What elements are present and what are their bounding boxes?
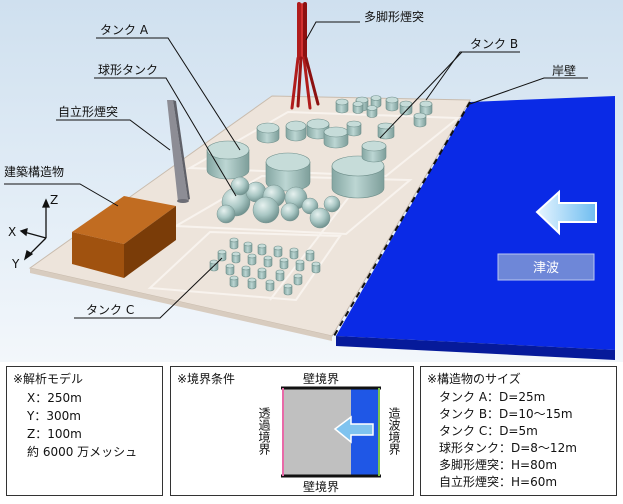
- model-line: 約 6000 万メッシュ: [27, 445, 138, 459]
- size-line: 多脚形煙突：H=80m: [439, 458, 558, 472]
- cylindrical-tank: [279, 257, 289, 270]
- cylindrical-tank: [306, 118, 330, 140]
- cylindrical-tank: [247, 277, 257, 290]
- cylindrical-tank: [352, 101, 364, 114]
- structure-size-box: ※構造物のサイズ タンク A：D=25m タンク B：D=10～15m タンク …: [420, 366, 617, 496]
- boundary-top-label: 壁境界: [303, 372, 340, 386]
- spherical-tank-group: [216, 176, 341, 229]
- cylindrical-tank: [346, 120, 362, 137]
- cylindrical-tank: [247, 253, 257, 266]
- size-line: タンク B：D=10～15m: [439, 407, 573, 421]
- tsunami-label-box: [497, 253, 595, 281]
- cylindrical-tank: [289, 247, 299, 260]
- boundary-condition-box: ※境界条件 壁境界 壁境界 透過境界 造波境界: [170, 366, 414, 496]
- cylindrical-tank: [265, 152, 311, 192]
- size-line: 自立形煙突：H=60m: [439, 475, 558, 489]
- tsunami-arrow-icon: [535, 189, 597, 236]
- cylindrical-tank: [243, 241, 253, 254]
- model-line: Y：300m: [27, 409, 81, 423]
- analysis-model-title: ※解析モデル: [13, 372, 84, 386]
- label-tank-a: タンク A: [100, 23, 149, 37]
- label-building: 建築構造物: [4, 164, 64, 179]
- cylindrical-tank: [385, 96, 399, 112]
- cylindrical-tank: [323, 126, 349, 149]
- axis-triad: [19, 198, 50, 261]
- spherical-tank: [309, 207, 331, 229]
- axis-x-label: X: [8, 225, 16, 239]
- label-spherical-tank: 球形タンク: [98, 63, 158, 77]
- ground-plate-edge: [30, 268, 332, 341]
- cylindrical-tank: [283, 283, 293, 296]
- cylindrical-tank: [275, 269, 285, 282]
- label-multi-leg-chimney: 多脚形煙突: [364, 9, 424, 24]
- boundary-bottom-label: 壁境界: [303, 480, 340, 494]
- model-line: X：250m: [27, 391, 82, 405]
- cylindrical-tank: [305, 249, 315, 262]
- wave-direction-arrow-icon: [333, 415, 374, 444]
- cylindrical-tank: [256, 122, 280, 144]
- cylindrical-tank: [273, 245, 283, 258]
- cylindrical-tank: [225, 263, 235, 276]
- building-structure: [72, 196, 176, 278]
- cylindrical-tank: [399, 100, 413, 116]
- cylindrical-tank: [217, 249, 227, 262]
- cylindrical-tank: [293, 273, 303, 286]
- cylindrical-tank: [361, 140, 387, 163]
- boundary-diagram: [281, 386, 381, 478]
- freestanding-chimney: [167, 100, 190, 203]
- cylindrical-tank: [257, 243, 267, 256]
- cylindrical-tank: [331, 155, 385, 199]
- tank-c-group: [209, 237, 321, 296]
- cylindrical-tank: [206, 140, 250, 180]
- label-freestanding-chimney: 自立形煙突: [58, 104, 118, 119]
- spherical-tank: [216, 204, 236, 224]
- spherical-tank: [230, 176, 250, 196]
- cylindrical-tank: [265, 279, 275, 292]
- spherical-tank: [280, 202, 300, 222]
- cylindrical-tank: [413, 112, 427, 128]
- structure-size-title: ※構造物のサイズ: [427, 372, 521, 386]
- cylindrical-tank: [257, 267, 267, 280]
- sea: [336, 96, 615, 350]
- tank-a-group: [206, 118, 387, 199]
- cylindrical-tank: [263, 255, 273, 268]
- label-tank-c: タンク C: [86, 303, 134, 317]
- label-seawall: 岸壁: [552, 63, 576, 78]
- cylindrical-tank: [295, 259, 305, 272]
- cylindrical-tank: [229, 237, 239, 250]
- multi-leg-chimney: [290, 2, 320, 110]
- seawall-line: [333, 101, 471, 337]
- cylindrical-tank: [419, 100, 433, 116]
- cylindrical-tank: [241, 265, 251, 278]
- cylindrical-tank: [231, 251, 241, 264]
- spherical-tank: [323, 195, 341, 213]
- axis-z-label: Z: [50, 193, 58, 207]
- size-line: タンク C：D=5m: [439, 424, 538, 438]
- boundary-condition-title: ※境界条件: [177, 372, 236, 386]
- spherical-tank: [252, 196, 280, 224]
- analysis-scene: 津波 タンク A 多脚形煙突 タンク B 球形タン: [0, 0, 623, 362]
- cylindrical-tank: [366, 105, 378, 118]
- label-tank-b: タンク B: [470, 37, 518, 51]
- cylindrical-tank: [285, 120, 307, 142]
- model-line: Z：100m: [27, 427, 82, 441]
- leader-lines: [4, 21, 588, 319]
- size-line: タンク A：D=25m: [439, 390, 546, 404]
- cylindrical-tank: [370, 95, 382, 108]
- sea-edge: [336, 336, 615, 360]
- cylindrical-tank: [335, 98, 349, 114]
- size-line: 球形タンク：D=8～12m: [439, 441, 577, 455]
- cylindrical-tank: [229, 275, 239, 288]
- tsunami-label: 津波: [533, 261, 559, 276]
- cylindrical-tank: [311, 261, 321, 274]
- boundary-right-label: 造波境界: [387, 407, 401, 455]
- axis-y-label: Y: [11, 257, 20, 271]
- analysis-model-box: ※解析モデル X：250m Y：300m Z：100m 約 6000 万メッシュ: [6, 366, 163, 496]
- boundary-left-label: 透過境界: [257, 407, 271, 455]
